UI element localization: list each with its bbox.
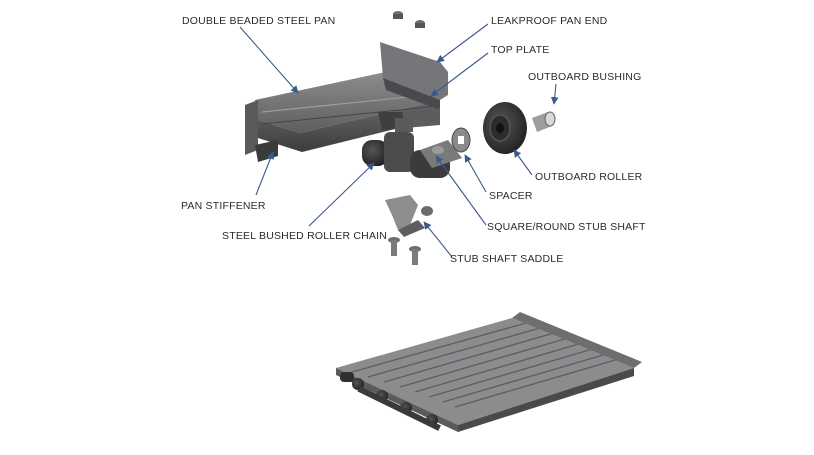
leader-leakproof-pan-end [436,23,489,63]
leader-outboard-roller [513,149,533,176]
label-pan-stiffener: PAN STIFFENER [181,200,266,212]
leader-steel-bushed-roller-chain [308,162,375,227]
outboard-roller-part [483,102,527,154]
label-stub-shaft-saddle: STUB SHAFT SADDLE [450,253,564,265]
label-top-plate: TOP PLATE [491,44,550,56]
assembled-pan-conveyor [336,312,642,432]
leader-spacer [464,154,487,193]
label-spacer: SPACER [489,190,533,202]
spacer-part [451,127,471,153]
label-outboard-roller: OUTBOARD ROLLER [535,171,643,183]
leader-square-round-stub-shaft [435,155,487,226]
leader-stub-shaft-saddle [423,221,453,258]
label-leakproof-pan-end: LEAKPROOF PAN END [491,15,608,27]
label-outboard-bushing: OUTBOARD BUSHING [528,71,642,83]
pan-stiffener-part [255,140,278,162]
saddle-bolts-part [388,237,421,265]
bolt-heads-part [393,11,425,28]
label-steel-bushed-roller-chain: STEEL BUSHED ROLLER CHAIN [222,230,388,242]
label-square-round-stub-shaft: SQUARE/ROUND STUB SHAFT [487,221,646,233]
stub-shaft-saddle-part [385,195,433,237]
conveyor-slats [351,322,623,408]
stub-shaft-part [420,140,462,168]
steel-bushed-roller-chain-part [362,118,450,178]
label-double-beaded-steel-pan: DOUBLE BEADED STEEL PAN [182,15,336,27]
leader-pan-stiffener [255,151,275,196]
outboard-bushing-part [532,111,556,132]
leader-double-beaded-steel-pan [239,26,299,94]
conveyor-rollers [340,372,441,431]
leader-outboard-bushing [550,83,559,105]
leader-top-plate [430,52,489,97]
leakproof-pan-end-part [380,42,448,110]
leader-lines [239,23,559,258]
